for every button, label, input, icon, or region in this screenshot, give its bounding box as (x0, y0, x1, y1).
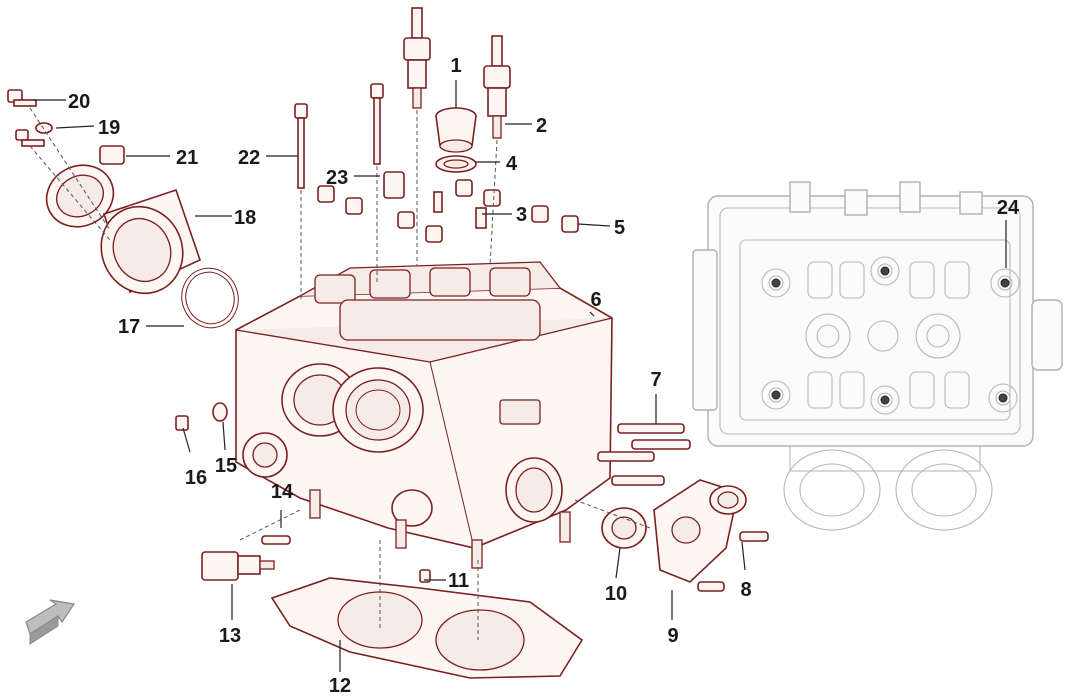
callout-1: 1 (450, 55, 461, 77)
callout-3: 3 (516, 204, 527, 226)
callout-13: 13 (219, 625, 241, 647)
callout-6: 6 (590, 289, 601, 311)
cylinder-head-top-view (692, 181, 1063, 531)
callout-22: 22 (238, 147, 260, 169)
cylinder-head (235, 261, 613, 569)
valve-caps (317, 171, 579, 243)
callout-2: 2 (536, 115, 547, 137)
callout-5: 5 (614, 217, 625, 239)
direction-arrow-icon (25, 599, 76, 645)
plug-seal (435, 107, 477, 173)
callout-12: 12 (329, 675, 351, 697)
callout-15: 15 (215, 455, 237, 477)
alignment-lines (29, 107, 651, 640)
callout-16: 16 (185, 467, 207, 489)
callout-9: 9 (667, 625, 678, 647)
callout-labels: 1 2 3 4 5 6 7 8 9 10 11 12 13 14 15 16 1… (68, 55, 1020, 697)
temperature-sensor (175, 402, 431, 583)
callout-24: 24 (997, 197, 1020, 219)
callout-7: 7 (650, 369, 661, 391)
callout-19: 19 (98, 117, 120, 139)
callout-10: 10 (605, 583, 627, 605)
callout-20: 20 (68, 91, 90, 113)
intake-boot-assembly (7, 89, 239, 329)
callout-17: 17 (118, 316, 140, 338)
callout-11: 11 (448, 570, 469, 592)
callout-4: 4 (506, 153, 518, 175)
studs (597, 423, 691, 486)
spark-plugs (403, 7, 511, 139)
callout-23: 23 (326, 167, 348, 189)
callout-18: 18 (234, 207, 256, 229)
callout-8: 8 (740, 579, 751, 601)
cylinder-head-gasket (270, 577, 584, 679)
thermostat-housing (601, 479, 769, 592)
callout-14: 14 (271, 481, 294, 503)
callout-21: 21 (176, 147, 198, 169)
leader-lines (34, 80, 1007, 672)
head-bolts (294, 83, 384, 189)
